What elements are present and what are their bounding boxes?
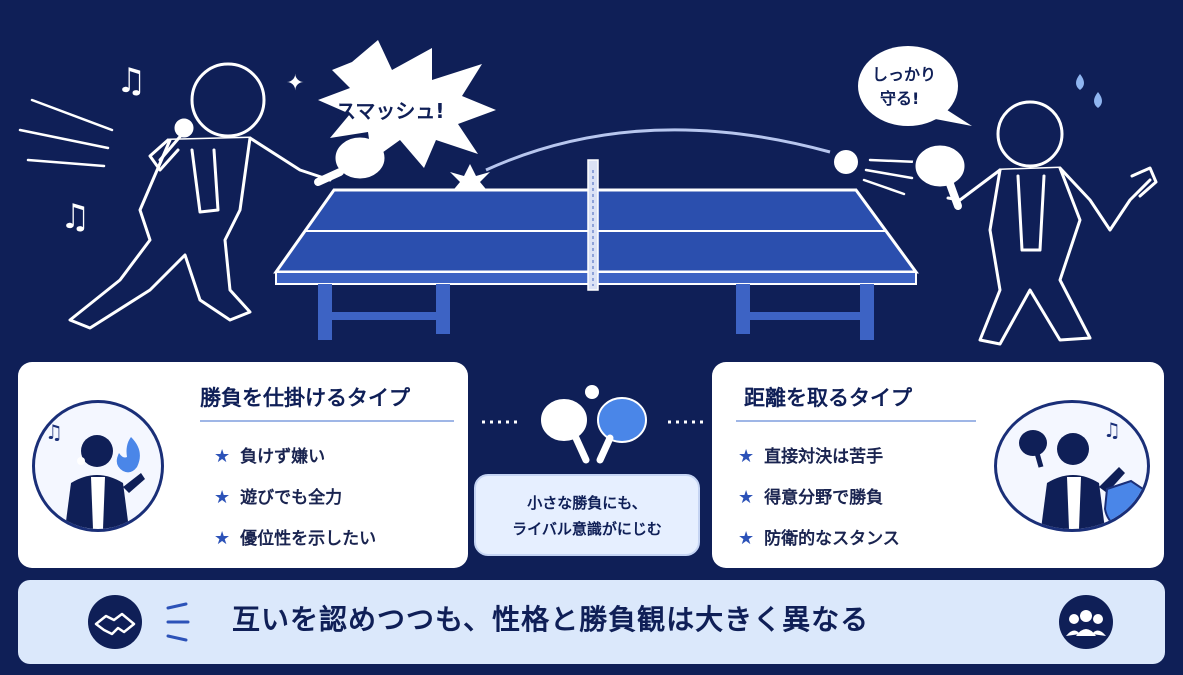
challenger-trait: ★ 遊びでも全力 [214,483,342,508]
rivalry-note-box: 小さな勝負にも、 ライバル意識がにじむ [474,474,700,556]
star-icon: ★ [214,528,231,549]
flame-icon [116,437,140,473]
handshake-icon [88,595,142,649]
trait-label: 防衛的なスタンス [764,529,900,549]
star-icon: ★ [214,487,231,508]
challenger-trait: ★ 優位性を示したい [214,524,376,549]
emphasis-lines [166,602,190,642]
defend-speech-bubble [858,46,972,126]
trait-label: 遊びでも全力 [240,488,343,508]
center-connector [482,385,704,464]
challenger-avatar: ♫ [32,400,164,532]
music-note-icon: ♫ [116,61,146,101]
challenger-type-card: ♫ 勝負を仕掛けるタイプ ★ 負けず嫌い ★ 遊びでも全力 ★ 優位性を示したい [18,362,468,568]
music-note-icon: ♫ [1103,418,1121,442]
distancer-title-rule [736,420,976,422]
distancer-trait: ★ 防衛的なスタンス [738,524,900,549]
music-note-icon: ♫ [60,197,90,237]
defend-shout-line2: 守る! [880,89,919,108]
rivalry-note-line1: 小さな勝負にも、 [527,494,647,512]
distancer-trait: ★ 得意分野で勝負 [738,483,883,508]
rivalry-note-line2: ライバル意識がにじむ [512,520,662,538]
sparkle-icon: ✦ [286,71,304,96]
defend-shout-line1: しっかり [872,65,936,84]
ball-icon [834,150,858,174]
trait-label: 優位性を示したい [240,529,377,549]
sweat-drops-icon [1076,74,1102,108]
distancer-avatar: ♫ [994,400,1150,532]
distancer-type-card: 距離を取るタイプ ★ 直接対決は苦手 ★ 得意分野で勝負 ★ 防衛的なスタンス ♫ [712,362,1164,568]
smash-shout-text: スマッシュ! [336,99,445,123]
conclusion-text: 互いを認めつつも、性格と勝負観は大きく異なる [232,603,870,636]
trait-label: 負けず嫌い [240,447,326,467]
impact-star-icon [450,164,490,204]
music-note-icon: ♫ [45,420,63,444]
star-icon: ★ [738,487,755,508]
star-icon: ★ [738,446,755,467]
speed-lines-left [18,98,114,168]
right-player-figure [946,100,1158,346]
star-icon: ★ [214,446,231,467]
ball-trajectory [485,128,831,172]
star-icon: ★ [738,528,755,549]
distancer-trait: ★ 直接対決は苦手 [738,442,883,467]
paddle-icon [1019,430,1047,456]
smash-burst-bubble [318,40,496,168]
shield-icon [1103,479,1145,529]
distancer-type-title: 距離を取るタイプ [744,386,912,410]
right-paddle-icon [912,142,968,210]
trait-label: 直接対決は苦手 [764,447,884,467]
ball-motion-lines [862,158,920,196]
left-player-figure [68,62,332,330]
table-net [587,159,599,291]
group-icon [1059,595,1113,649]
crossed-paddles-icon [539,385,647,464]
conclusion-banner: 互いを認めつつも、性格と勝負観は大きく異なる [18,580,1165,664]
trait-label: 得意分野で勝負 [764,488,884,508]
challenger-type-title: 勝負を仕掛けるタイプ [200,386,410,410]
challenger-title-rule [200,420,454,422]
challenger-trait: ★ 負けず嫌い [214,442,325,467]
